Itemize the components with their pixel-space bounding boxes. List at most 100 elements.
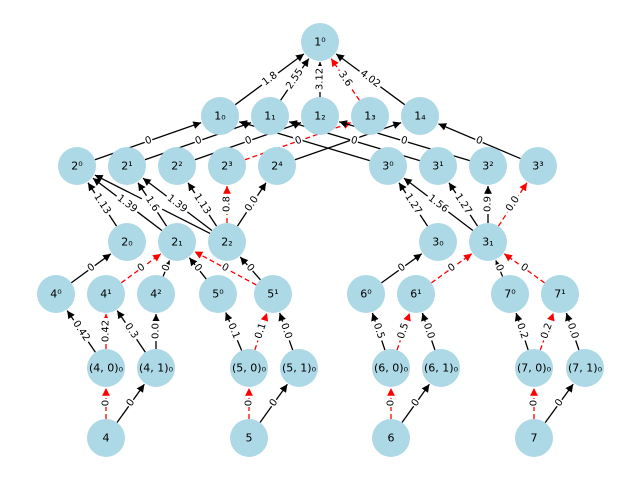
node-circle bbox=[230, 349, 268, 387]
edge-label-group: 0 bbox=[517, 260, 531, 276]
edge-label-background bbox=[563, 319, 582, 343]
edge-label-group: 1.56 bbox=[424, 191, 452, 217]
node-circle bbox=[208, 223, 246, 261]
edge-label-group: 0 bbox=[123, 396, 139, 410]
node-label: 6¹ bbox=[410, 288, 421, 301]
edge-label-group: 0 bbox=[385, 399, 397, 407]
node-label: 2¹ bbox=[121, 160, 132, 173]
edge-label-background bbox=[334, 67, 356, 91]
node-label: 4² bbox=[150, 288, 161, 301]
node-circle bbox=[158, 147, 196, 185]
edge-label-background bbox=[385, 399, 397, 407]
node-k0: (5, 0)₀ bbox=[230, 349, 268, 387]
edge-label-background bbox=[242, 261, 258, 275]
node-label: (6, 1)₀ bbox=[424, 362, 459, 375]
edge-label-group: 2.55 bbox=[282, 64, 308, 94]
node-label: 5 bbox=[246, 432, 253, 445]
edge-weight-label: 0 bbox=[518, 262, 530, 275]
edge-label-background bbox=[513, 319, 531, 343]
edge-weight-label: 0 bbox=[529, 400, 540, 406]
edge-weight-label: 0 bbox=[399, 135, 408, 147]
edge-label-group: 1.39 bbox=[163, 191, 191, 217]
node-circle bbox=[87, 349, 125, 387]
edge-weight-label: 0.9 bbox=[483, 196, 494, 212]
node-circle bbox=[397, 275, 435, 313]
edge-label-group: 3.12 bbox=[314, 66, 326, 92]
node-j1: (4, 1)₀ bbox=[137, 349, 175, 387]
edge-label-background bbox=[348, 134, 360, 148]
node-a3: 1₃ bbox=[351, 97, 389, 135]
edge-weight-label: 0.42 bbox=[101, 320, 112, 342]
edge-weight-label: 3.12 bbox=[315, 68, 326, 90]
edge-label-group: 0 bbox=[84, 260, 99, 276]
node-b0: 2⁰ bbox=[58, 147, 96, 185]
edge-label-group: 0.5 bbox=[369, 319, 388, 343]
node-c1: 3¹ bbox=[419, 147, 457, 185]
edge-weight-label: 0 bbox=[396, 262, 408, 275]
node-h1: 6¹ bbox=[397, 275, 435, 313]
edge-label-group: 0 bbox=[134, 260, 149, 276]
node-circle bbox=[230, 419, 268, 457]
edge-weight-label: 0.2 bbox=[539, 322, 555, 341]
node-m0: (7, 0)₀ bbox=[515, 349, 553, 387]
node-label: 5⁰ bbox=[212, 288, 224, 301]
edge-weight-label: 0 bbox=[86, 262, 98, 275]
edge-weight-label: 0 bbox=[493, 263, 506, 273]
edge-label-group: 0 bbox=[552, 396, 567, 410]
edge-label-background bbox=[192, 134, 205, 148]
node-label: 5¹ bbox=[267, 288, 278, 301]
edge-label-background bbox=[123, 396, 139, 410]
edge-label-group: 0.0 bbox=[502, 192, 524, 216]
node-label: 7⁰ bbox=[504, 288, 516, 301]
node-label: (4, 0)₀ bbox=[89, 362, 124, 375]
node-circle bbox=[401, 97, 439, 135]
edge-weight-label: 0.0 bbox=[151, 323, 162, 339]
node-label: 4¹ bbox=[100, 288, 111, 301]
edge-label-group: 0 bbox=[242, 134, 255, 148]
node-label: (7, 0)₀ bbox=[517, 362, 552, 375]
edge-weight-label: 0 bbox=[244, 135, 254, 147]
node-root: 1⁰ bbox=[301, 23, 339, 61]
edge-label-group: 0.9 bbox=[482, 194, 494, 214]
node-label: 3³ bbox=[532, 160, 543, 173]
edge-label-group: 3.6 bbox=[334, 67, 356, 91]
node-n5: 5 bbox=[230, 419, 268, 457]
edge-label-group: 1.6 bbox=[141, 192, 163, 216]
edge-weight-label: 0 bbox=[294, 135, 304, 147]
node-label: 7 bbox=[531, 432, 538, 445]
node-label: 2² bbox=[171, 160, 182, 173]
node-label: 3₀ bbox=[432, 236, 444, 249]
node-c2: 3² bbox=[469, 147, 507, 185]
node-circle bbox=[372, 419, 410, 457]
edge-weight-label: 0 bbox=[244, 400, 255, 406]
node-label: 1₄ bbox=[414, 110, 426, 123]
edge-weight-label: 0 bbox=[191, 262, 204, 274]
node-label: 2₀ bbox=[121, 236, 133, 249]
edge-label-background bbox=[445, 260, 459, 276]
node-l0: (6, 0)₀ bbox=[372, 349, 410, 387]
node-l1: (6, 1)₀ bbox=[422, 349, 460, 387]
node-n6: 6 bbox=[372, 419, 410, 457]
edge-label-background bbox=[89, 189, 115, 219]
node-circle bbox=[158, 223, 196, 261]
node-circle bbox=[351, 97, 389, 135]
node-label: 1₂ bbox=[314, 110, 325, 123]
node-circle bbox=[258, 147, 296, 185]
edge-label-group: 0 bbox=[218, 260, 232, 276]
edge-weight-label: 0 bbox=[446, 262, 458, 275]
node-circle bbox=[254, 275, 292, 313]
edge-label-background bbox=[243, 399, 255, 407]
node-label: 2⁰ bbox=[71, 160, 83, 173]
edge-label-background bbox=[400, 189, 426, 219]
edge-label-background bbox=[528, 399, 540, 407]
edge-label-background bbox=[450, 189, 476, 219]
node-circle bbox=[469, 147, 507, 185]
node-circle bbox=[208, 147, 246, 185]
node-d0: 2₀ bbox=[108, 223, 146, 261]
edge-weight-label: 0.2 bbox=[514, 322, 529, 341]
edge-label-group: 0 bbox=[398, 134, 410, 148]
node-d2: 2₂ bbox=[208, 223, 246, 261]
edge-weight-label: 0.5 bbox=[396, 322, 412, 341]
edge-label-group: 0 bbox=[528, 399, 540, 407]
